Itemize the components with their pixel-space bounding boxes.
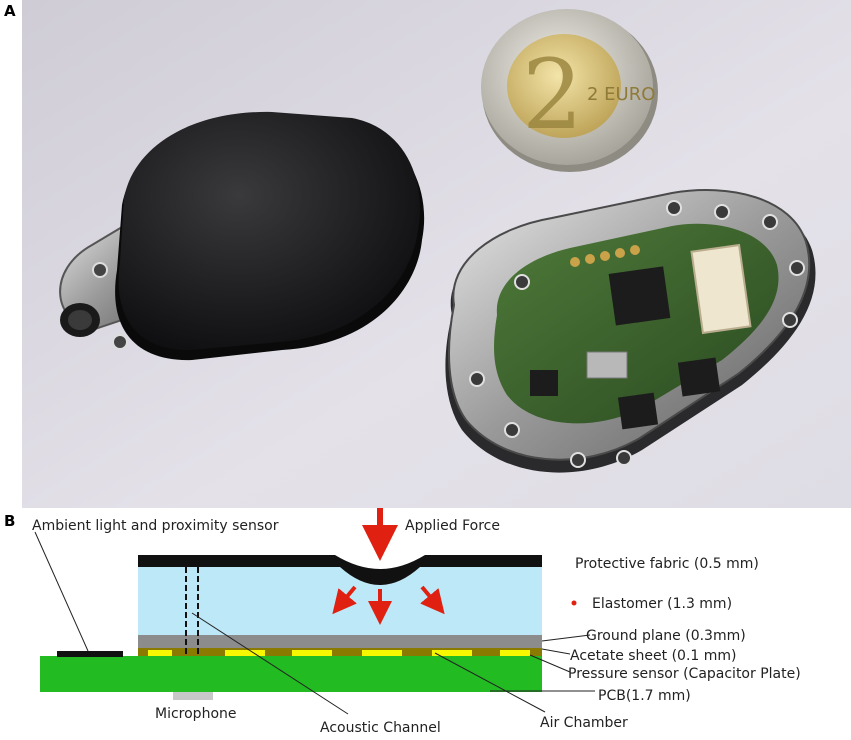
label-pcb: PCB(1.7 mm) <box>598 688 691 704</box>
pressure-sensor-layer <box>138 648 542 656</box>
open-sensor <box>445 189 816 473</box>
force-arrow-left <box>332 585 357 615</box>
label-acetate-sheet: Acetate sheet (0.1 mm) <box>570 648 737 664</box>
leader-acoustic <box>191 612 349 715</box>
label-air-chamber: Air Chamber <box>540 715 628 731</box>
label-pressure-sensor: Pressure sensor (Capacitor Plate) <box>568 666 801 682</box>
euro-coin: 2 2 EURO <box>481 9 658 172</box>
label-acoustic-channel: Acoustic Channel <box>320 720 441 736</box>
pcb-layer <box>40 656 542 692</box>
panel-letter-b: B <box>4 512 16 530</box>
closed-sensor <box>59 111 425 361</box>
coin-text: 2 EURO <box>587 84 655 105</box>
leader-pressure <box>529 654 571 673</box>
label-elastomer: Elastomer (1.3 mm) <box>592 596 732 612</box>
ambient-light-sensor-block <box>57 651 123 657</box>
protective-fabric-layer <box>138 555 542 585</box>
label-ground-plane: Ground plane (0.3mm) <box>586 628 746 644</box>
air-chamber-gaps <box>148 650 530 656</box>
microphone-block <box>173 692 213 700</box>
ground-plane-layer <box>138 635 542 648</box>
sensor-cross-section-diagram: Ambient light and proximity sensor Appli… <box>32 508 801 736</box>
label-microphone: Microphone <box>155 706 237 722</box>
device-photo: 2 2 EURO <box>22 0 851 508</box>
svg-text:2: 2 <box>522 39 583 151</box>
panel-letter-a: A <box>4 2 16 20</box>
leader-ambient <box>34 531 89 652</box>
elastomer-marker <box>571 600 577 606</box>
leader-acetate <box>541 648 571 655</box>
leader-air <box>434 652 546 713</box>
label-protective-fabric: Protective fabric (0.5 mm) <box>575 556 759 572</box>
label-applied-force: Applied Force <box>405 518 500 534</box>
leader-ground <box>541 634 591 642</box>
label-ambient-light: Ambient light and proximity sensor <box>32 518 279 534</box>
force-arrow-right <box>420 585 445 615</box>
